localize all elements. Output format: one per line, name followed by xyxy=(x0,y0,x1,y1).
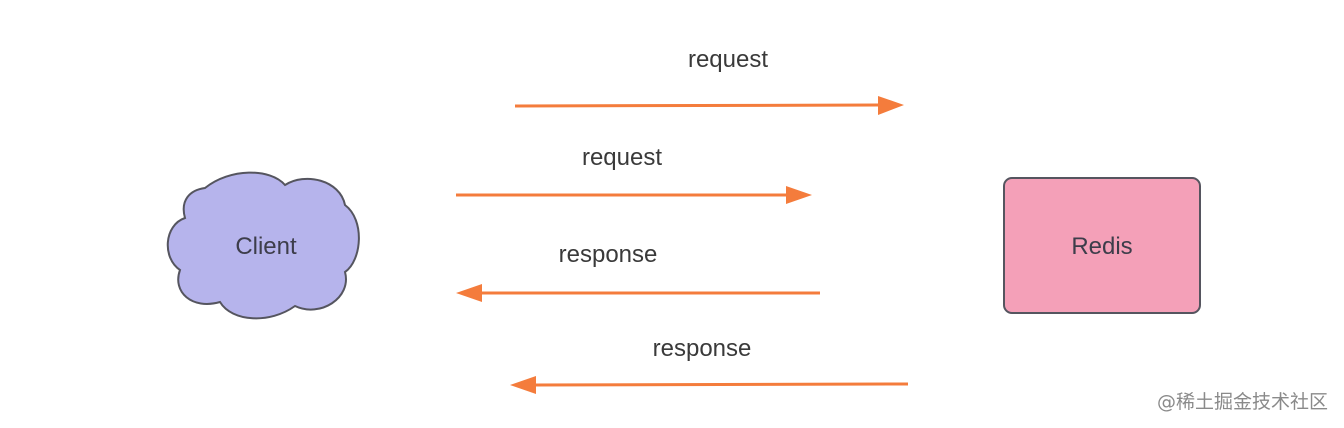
arrow-head-left xyxy=(510,376,536,394)
arrow-response-1: response xyxy=(456,241,820,302)
cloud-icon xyxy=(166,171,360,320)
arrow-response-2: response xyxy=(510,335,909,394)
arrow-request-1: request xyxy=(514,46,904,115)
arrow-head-left xyxy=(456,284,482,302)
arrow-label: response xyxy=(653,335,752,362)
arrow-head-right xyxy=(786,186,812,204)
arrow-line xyxy=(514,103,881,108)
redis-node: Redis xyxy=(1003,177,1201,314)
arrow-label: response xyxy=(559,241,658,268)
watermark: @稀土掘金技术社区 xyxy=(1156,391,1328,413)
client-label: Client xyxy=(235,233,297,260)
arrow-label: request xyxy=(688,46,768,73)
arrow-head-right xyxy=(878,96,904,115)
arrow-label: request xyxy=(582,144,662,171)
client-node: Client xyxy=(166,171,360,320)
arrow-request-2: request xyxy=(456,144,812,204)
arrow-line xyxy=(533,382,909,387)
redis-label: Redis xyxy=(1071,233,1132,260)
redis-box xyxy=(1003,177,1201,314)
